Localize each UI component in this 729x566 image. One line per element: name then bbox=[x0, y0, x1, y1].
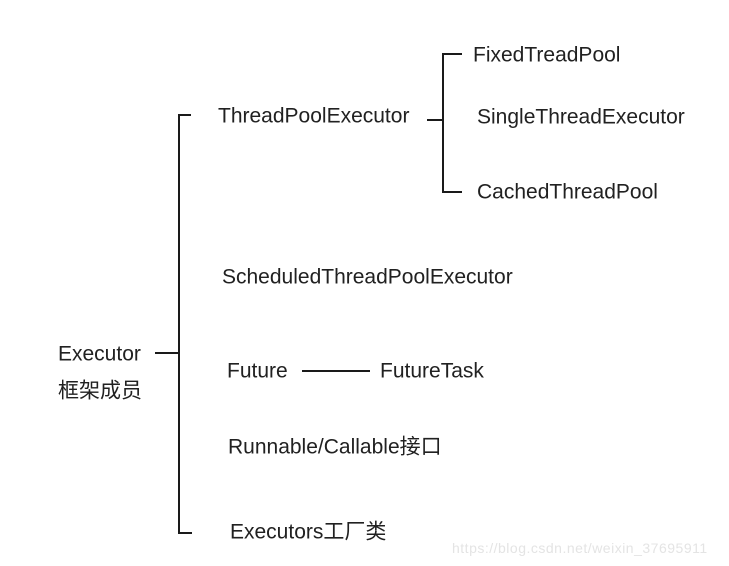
future-futuretask-connector bbox=[302, 370, 370, 372]
root-connector-dash bbox=[155, 352, 178, 354]
child-bracket-vertical-line bbox=[442, 53, 444, 193]
threadpoolexecutor-connector-dash bbox=[427, 119, 442, 121]
main-bracket-bottom-tick bbox=[178, 532, 192, 534]
label-executors-factory-class: Executors工厂类 bbox=[230, 520, 387, 544]
root-label-executor: Executor bbox=[58, 342, 141, 366]
child-bracket-top-tick bbox=[442, 53, 462, 55]
label-cachedthreadpool: CachedThreadPool bbox=[477, 180, 658, 204]
main-bracket-top-tick bbox=[178, 114, 191, 116]
label-runnable-callable-interface: Runnable/Callable接口 bbox=[228, 435, 442, 459]
main-bracket-vertical-line bbox=[178, 114, 180, 534]
root-label-framework-members: 框架成员 bbox=[58, 379, 142, 403]
label-fixedtreadpool: FixedTreadPool bbox=[473, 43, 621, 67]
child-bracket-bottom-tick bbox=[442, 191, 462, 193]
label-singlethreadexecutor: SingleThreadExecutor bbox=[477, 105, 685, 129]
label-futuretask: FutureTask bbox=[380, 359, 484, 383]
label-scheduledthreadpoolexecutor: ScheduledThreadPoolExecutor bbox=[222, 265, 513, 289]
watermark-blog-url: https://blog.csdn.net/weixin_37695911 bbox=[452, 540, 708, 556]
label-threadpoolexecutor: ThreadPoolExecutor bbox=[218, 104, 410, 128]
label-future: Future bbox=[227, 359, 288, 383]
